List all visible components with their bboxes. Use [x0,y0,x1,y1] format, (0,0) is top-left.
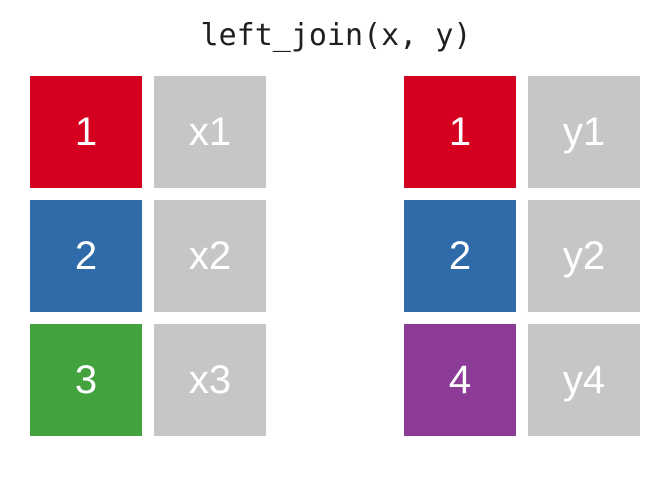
x-row1-value-cell: x1 [154,76,266,188]
table-y-row-2: 2 y2 [404,200,640,312]
y-row3-value-cell: y4 [528,324,640,436]
table-x-row-1: 1 x1 [30,76,266,188]
table-y-row-3: 4 y4 [404,324,640,436]
diagram-title: left_join(x, y) [200,18,472,53]
x-row1-key-cell: 1 [30,76,142,188]
y-row1-value-cell: y1 [528,76,640,188]
table-y: 1 y1 2 y2 4 y4 [404,76,640,436]
y-row3-key-cell: 4 [404,324,516,436]
table-y-row-1: 1 y1 [404,76,640,188]
y-row2-key-cell: 2 [404,200,516,312]
x-row3-value-cell: x3 [154,324,266,436]
y-row1-key-cell: 1 [404,76,516,188]
table-x: 1 x1 2 x2 3 x3 [30,76,266,436]
table-x-row-3: 3 x3 [30,324,266,436]
table-x-row-2: 2 x2 [30,200,266,312]
y-row2-value-cell: y2 [528,200,640,312]
x-row2-key-cell: 2 [30,200,142,312]
x-row2-value-cell: x2 [154,200,266,312]
x-row3-key-cell: 3 [30,324,142,436]
